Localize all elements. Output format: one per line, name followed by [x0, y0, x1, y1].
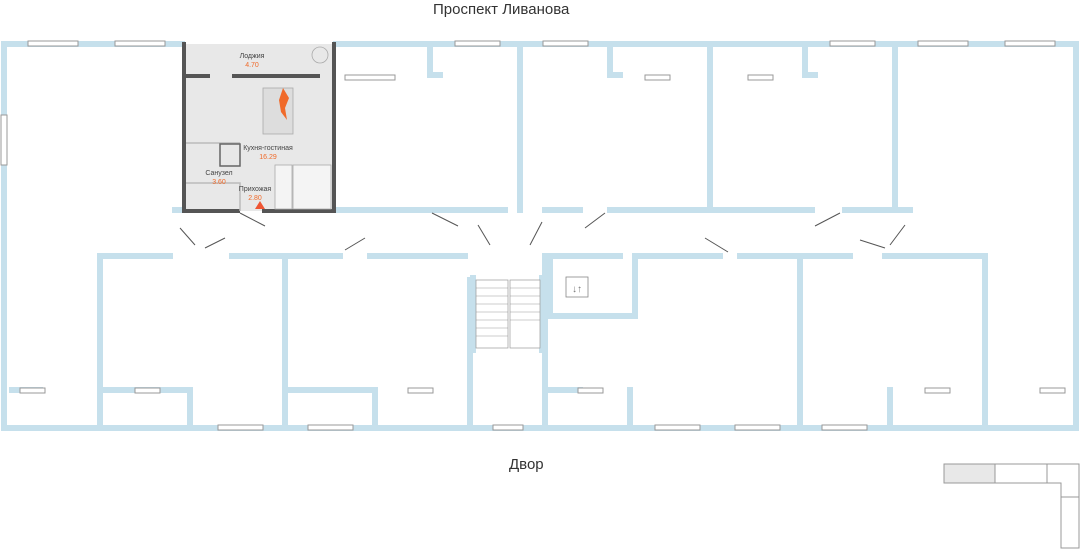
- windows: [0, 40, 1066, 431]
- highlighted-apartment[interactable]: Лоджия 4.70 Кухня-гостиная 16.29 Санузел…: [182, 42, 336, 213]
- room-area-bathroom: 3.60: [212, 179, 226, 186]
- elevator-icon: [565, 276, 589, 298]
- cat-icon: [279, 88, 289, 120]
- room-area-loggia: 4.70: [245, 62, 259, 69]
- room-name-loggia: Лоджия: [240, 53, 265, 60]
- room-area-hallway: 2.80: [248, 195, 262, 202]
- room-name-hallway: Прихожая: [239, 186, 272, 193]
- street-label-top: Проспект Ливанова: [433, 1, 570, 18]
- room-area-kitchen-living: 16.29: [259, 154, 277, 161]
- street-label-bottom: Двор: [509, 456, 544, 473]
- building-walls: [1, 41, 1079, 431]
- room-name-kitchen-living: Кухня-гостиная: [243, 145, 293, 152]
- staircase: [475, 279, 541, 349]
- building-minimap: [943, 463, 1080, 549]
- svg-text:↓↑: ↓↑: [572, 284, 582, 295]
- doors: [179, 212, 906, 253]
- room-name-bathroom: Санузел: [205, 170, 232, 177]
